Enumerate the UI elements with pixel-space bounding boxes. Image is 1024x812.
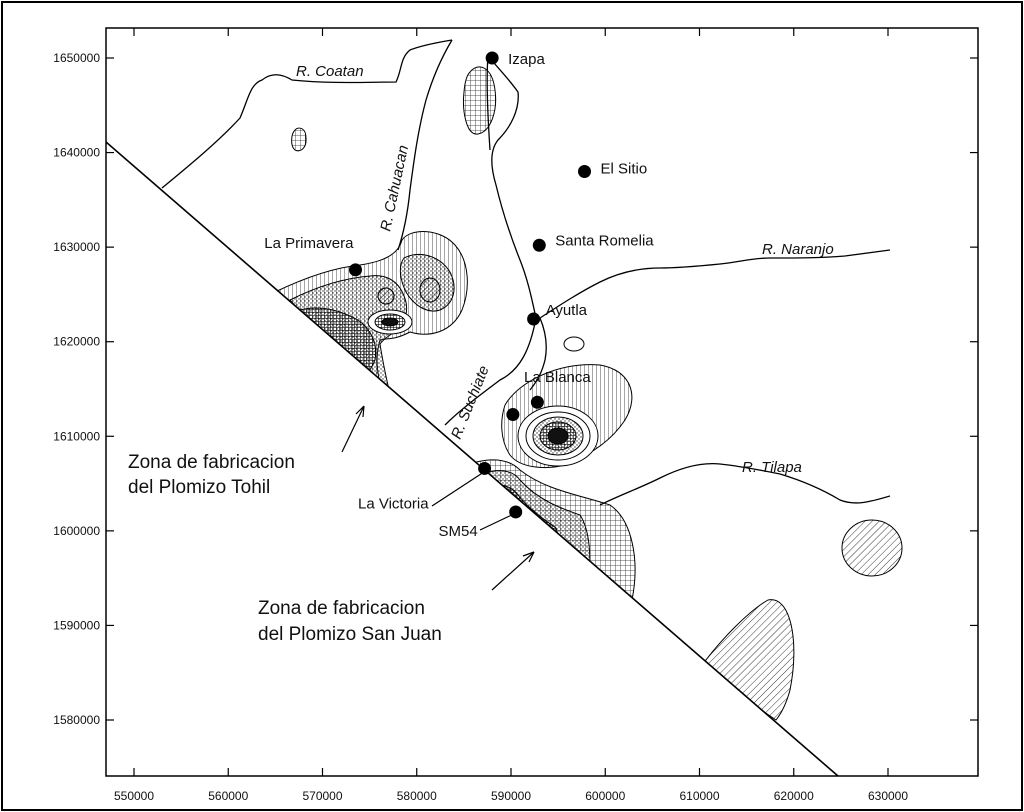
site-label-la-victoria: La Victoria (358, 495, 429, 512)
site-marker-la-victoria (478, 461, 492, 475)
sanjuan-arrow-head (522, 551, 535, 563)
sanjuan-arrow (491, 551, 535, 591)
x-tick-label: 570000 (302, 789, 342, 803)
site-label-izapa: Izapa (508, 51, 545, 68)
river-label-tilapa: R. Tilapa (742, 459, 802, 476)
site-marker-la-primavera (348, 263, 362, 277)
site-marker-ayutla (527, 312, 541, 326)
rivers (161, 39, 891, 506)
zone-tohil-peak (419, 277, 441, 303)
site-marker-santa-romelia (532, 238, 546, 252)
tohil-arrow-head (355, 405, 365, 418)
y-tick-label: 1590000 (53, 618, 100, 632)
river-naranjo-branch (529, 317, 547, 391)
zone-blanca-ring2 (525, 411, 591, 461)
y-tick-label: 1640000 (53, 146, 100, 160)
x-tick-label: 580000 (397, 789, 437, 803)
site-marker-izapa (485, 51, 499, 65)
site-label-el-sitio: El Sitio (601, 160, 648, 177)
site-label-santa-romelia: Santa Romelia (555, 232, 654, 249)
zone-se-lens (699, 599, 795, 721)
site-marker-la-blanca (530, 395, 544, 409)
plot-frame (105, 27, 979, 777)
zone-label-tohil-line1: Zona de fabricacion (128, 452, 295, 473)
density-zones (106, 66, 903, 776)
zone-small-blob (291, 127, 307, 152)
site-marker-sm54 (509, 505, 523, 519)
river-cahuacan (397, 39, 453, 251)
y-tick-label: 1650000 (53, 51, 100, 65)
zone-blanca-peak (547, 427, 569, 445)
x-axis: 550000 560000 570000 580000 590000 600000 6100… (114, 28, 908, 803)
x-tick-label: 620000 (774, 789, 814, 803)
zone-tohil-center3 (381, 317, 399, 327)
river-label-cahuacan: R. Cahuacan (377, 144, 412, 233)
y-tick-label: 1580000 (53, 713, 100, 727)
zone-label-sanjuan-line2: del Plomizo San Juan (258, 624, 442, 645)
zone-label-tohil-line2: del Plomizo Tohil (128, 477, 270, 498)
river-label-suchiate: R. Suchiate (448, 363, 493, 441)
coastline (106, 141, 839, 776)
x-tick-label: 630000 (868, 789, 908, 803)
site-label-la-blanca: La Blanca (524, 369, 591, 386)
x-tick-label: 590000 (491, 789, 531, 803)
river-label-naranjo: R. Naranjo (762, 241, 834, 258)
zone-izapa-blob (463, 66, 497, 135)
y-axis: 1650000 1640000 1630000 1620000 1610000 16000… (53, 51, 978, 727)
lavictoria-pointer (431, 469, 488, 507)
x-tick-label: 610000 (679, 789, 719, 803)
site-label-ayutla: Ayutla (546, 302, 588, 319)
zone-tohil-peak2 (377, 287, 395, 305)
river-izapa-loop (486, 55, 491, 151)
site-label-la-primavera: La Primavera (264, 235, 354, 252)
tohil-arrow (341, 405, 365, 453)
river-coatan (161, 39, 453, 189)
river-naranjo (539, 249, 891, 319)
site-marker-la-blanca-2 (506, 408, 520, 422)
river-label-coatan: R. Coatan (296, 63, 364, 80)
river-suchiate (444, 55, 537, 426)
site-marker-el-sitio (578, 164, 592, 178)
y-tick-label: 1630000 (53, 240, 100, 254)
zone-small-oval (563, 336, 585, 352)
river-tilapa (599, 462, 891, 506)
y-tick-label: 1600000 (53, 524, 100, 538)
zone-east-oval (841, 519, 903, 577)
y-tick-label: 1620000 (53, 335, 100, 349)
x-tick-label: 550000 (114, 789, 154, 803)
x-tick-label: 600000 (585, 789, 625, 803)
x-tick-label: 560000 (208, 789, 248, 803)
site-label-sm54: SM54 (439, 523, 478, 540)
zone-label-sanjuan-line1: Zona de fabricacion (258, 598, 425, 619)
y-tick-label: 1610000 (53, 429, 100, 443)
